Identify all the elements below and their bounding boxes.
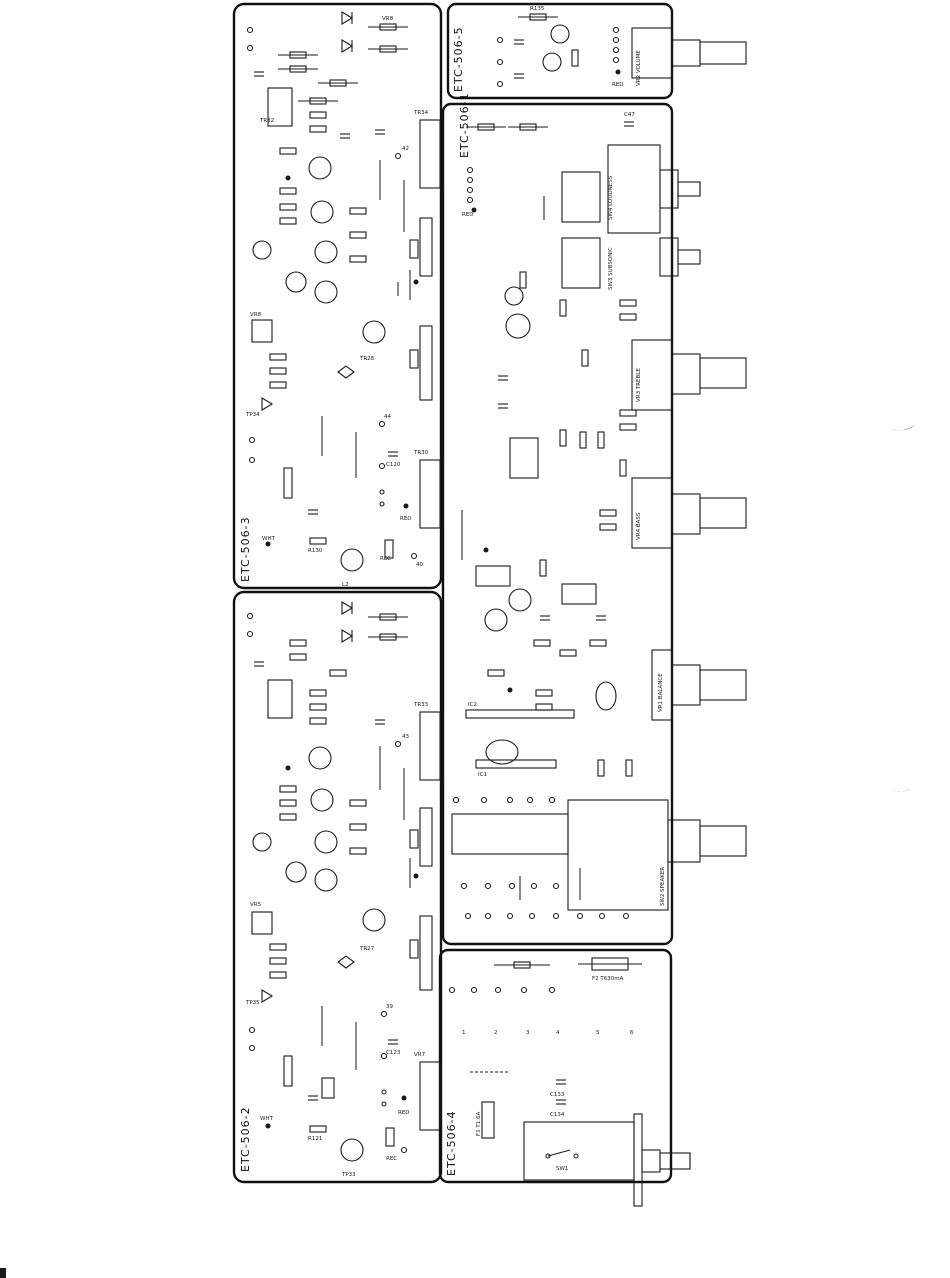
svg-text:SW2 SPEAKER: SW2 SPEAKER xyxy=(660,867,666,906)
board-label-etc-506-2: ETC-506-2 xyxy=(239,1106,252,1172)
svg-text:40: 40 xyxy=(416,562,423,568)
svg-text:REC: REC xyxy=(380,556,391,562)
board-label-etc-506-5: ETC-506-5 xyxy=(452,26,465,92)
svg-text:RED: RED xyxy=(400,516,412,522)
svg-text:VR3 TREBLE: VR3 TREBLE xyxy=(636,368,642,402)
svg-text:TP33: TP33 xyxy=(341,1172,356,1178)
svg-text:TR33: TR33 xyxy=(413,702,429,708)
svg-text:44: 44 xyxy=(384,414,391,420)
svg-text:SW4 LOUDNESS: SW4 LOUDNESS xyxy=(608,175,614,220)
svg-text:4: 4 xyxy=(556,1030,560,1036)
svg-text:C123: C123 xyxy=(386,1050,401,1056)
control-shafts xyxy=(523,27,747,1207)
svg-text:F1 T1.6A: F1 T1.6A xyxy=(476,1111,482,1136)
svg-text:VR1 BALANCE: VR1 BALANCE xyxy=(658,673,664,712)
svg-text:VR5: VR5 xyxy=(250,902,262,908)
svg-text:L2: L2 xyxy=(342,582,349,588)
svg-text:R130: R130 xyxy=(308,548,323,554)
svg-text:RED: RED xyxy=(612,82,624,88)
svg-text:TP34: TP34 xyxy=(245,412,260,418)
svg-text:43: 43 xyxy=(402,734,409,740)
svg-text:VR4 BASS: VR4 BASS xyxy=(636,512,642,540)
svg-text:VR7: VR7 xyxy=(414,1052,426,1058)
svg-text:C134: C134 xyxy=(550,1112,565,1118)
board-etc-506-4-outline xyxy=(438,948,673,1184)
svg-text:SW1: SW1 xyxy=(556,1166,568,1172)
svg-text:TR34: TR34 xyxy=(413,110,429,116)
svg-text:REC: REC xyxy=(386,1156,397,1162)
svg-text:F2 T630mA: F2 T630mA xyxy=(592,976,624,982)
svg-text:2: 2 xyxy=(494,1030,498,1036)
board-etc-506-2-outline xyxy=(232,590,443,1184)
board-label-etc-506-1: ETC-506-1 xyxy=(458,92,471,158)
board-label-etc-506-3: ETC-506-3 xyxy=(239,516,252,582)
scan-mark xyxy=(0,1268,6,1278)
svg-text:R121: R121 xyxy=(308,1136,322,1142)
svg-text:6: 6 xyxy=(630,1030,634,1036)
svg-text:IC2: IC2 xyxy=(468,702,477,708)
board-etc-506-5-components: R135 RED VR2 VOLUME xyxy=(496,6,642,88)
svg-text:WHT: WHT xyxy=(260,1116,274,1122)
svg-text:C133: C133 xyxy=(550,1092,565,1098)
svg-text:1: 1 xyxy=(462,1030,466,1036)
svg-text:C47: C47 xyxy=(624,112,635,118)
svg-text:VR8: VR8 xyxy=(250,312,262,318)
board-etc-506-4-components: F2 T630mA F1 T1.6A C133 C134 SW1 1 2 3 4… xyxy=(448,957,642,1172)
svg-text:TP35: TP35 xyxy=(245,1000,260,1006)
svg-text:RED: RED xyxy=(398,1110,410,1116)
svg-text:VR8: VR8 xyxy=(382,16,394,22)
svg-text:TR27: TR27 xyxy=(359,946,375,952)
svg-text:R135: R135 xyxy=(530,6,545,12)
svg-text:TR28: TR28 xyxy=(359,356,375,362)
svg-text:TR30: TR30 xyxy=(413,450,429,456)
svg-text:WHT: WHT xyxy=(262,536,276,542)
svg-text:IC1: IC1 xyxy=(478,772,487,778)
svg-text:5: 5 xyxy=(596,1030,600,1036)
svg-text:TR32: TR32 xyxy=(259,118,274,124)
board-label-etc-506-4: ETC-506-4 xyxy=(445,1110,458,1176)
svg-text:42: 42 xyxy=(402,146,409,152)
svg-text:C120: C120 xyxy=(386,462,401,468)
scan-mark xyxy=(890,424,916,431)
board-etc-506-2-components: TR33 TR27 VR7 VR5 TP33 TP35 C123 R121 43… xyxy=(245,601,441,1178)
scan-mark xyxy=(893,788,911,792)
board-etc-506-3-components: VR8 TR32 TR28 TR34 TR30 VR8 L2 TP34 C120… xyxy=(245,11,441,588)
svg-text:SW3 SUBSONIC: SW3 SUBSONIC xyxy=(608,247,614,290)
svg-text:39: 39 xyxy=(386,1004,393,1010)
board-etc-506-1-components: SW4 LOUDNESS SW3 SUBSONIC VR3 TREBLE VR4… xyxy=(451,112,666,920)
svg-text:VR2 VOLUME: VR2 VOLUME xyxy=(636,50,642,86)
board-etc-506-3-outline xyxy=(232,2,443,590)
svg-text:3: 3 xyxy=(526,1030,530,1036)
svg-text:RED: RED xyxy=(462,212,474,218)
